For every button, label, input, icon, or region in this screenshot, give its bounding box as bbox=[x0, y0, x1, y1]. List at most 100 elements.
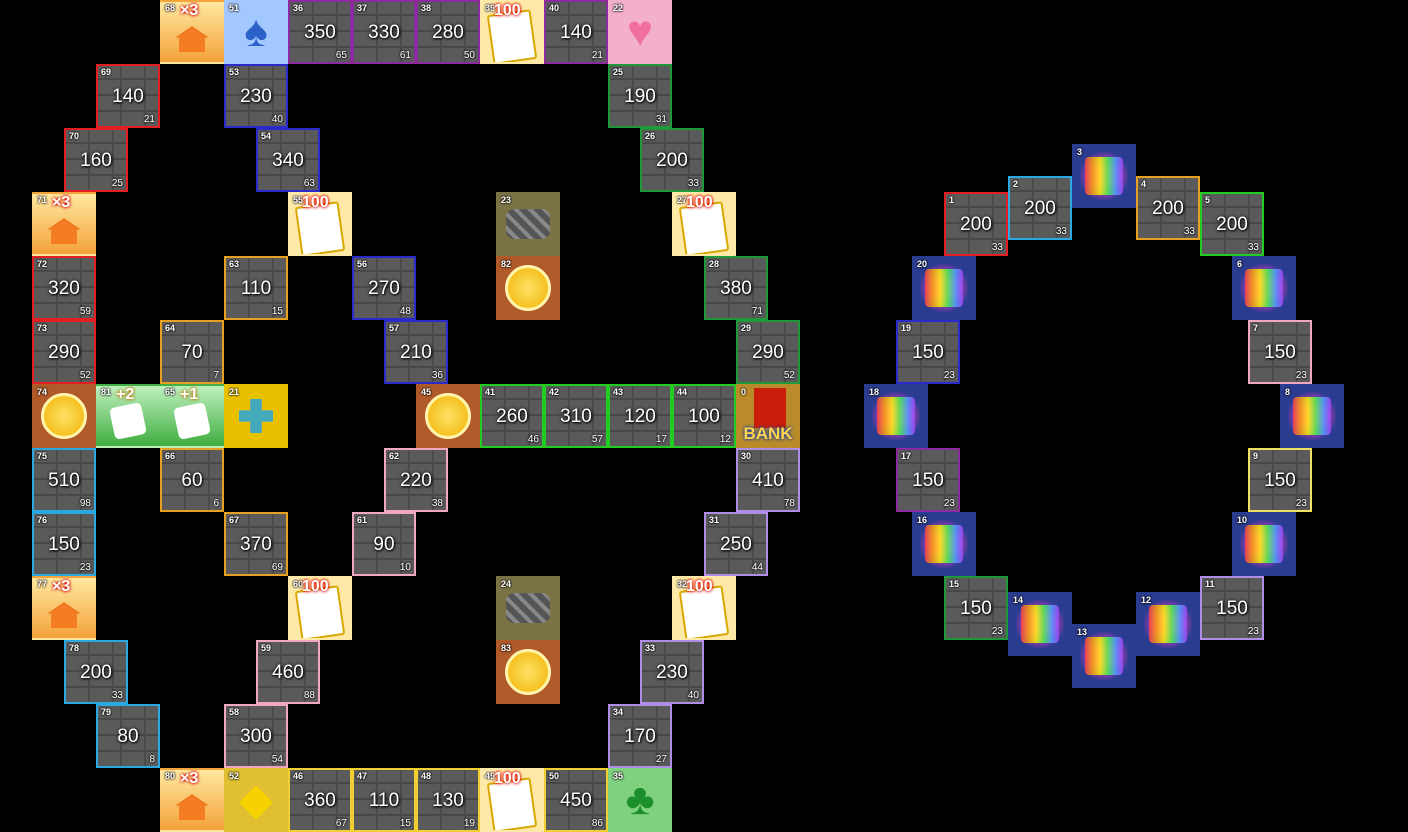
square-index: 24 bbox=[501, 579, 512, 589]
switch-square[interactable]: 24 bbox=[496, 576, 560, 640]
warp-square[interactable]: 8 bbox=[1280, 384, 1344, 448]
property-price: 150 bbox=[48, 534, 80, 555]
property-price: 150 bbox=[960, 598, 992, 619]
square-index: 31 bbox=[709, 515, 720, 525]
warp-square[interactable]: 12 bbox=[1136, 592, 1200, 656]
coin-square[interactable]: 45 bbox=[416, 384, 480, 448]
diamond-suit-square[interactable]: 52◆ bbox=[224, 768, 288, 832]
coin-square[interactable]: 74 bbox=[32, 384, 96, 448]
heart-suit-square[interactable]: 22♥ bbox=[608, 0, 672, 64]
warp-square[interactable]: 3 bbox=[1072, 144, 1136, 208]
house-multiplier-square[interactable]: 71×3 bbox=[32, 192, 96, 256]
warp-square[interactable]: 6 bbox=[1232, 256, 1296, 320]
house-multiplier-square[interactable]: 68×3 bbox=[160, 0, 224, 64]
warp-square[interactable]: 10 bbox=[1232, 512, 1296, 576]
property-fee: 38 bbox=[431, 498, 443, 509]
property-fee: 40 bbox=[687, 690, 699, 701]
property-fee: 46 bbox=[527, 434, 539, 445]
property-fee: 54 bbox=[271, 754, 283, 765]
dice-bonus-square[interactable]: 65+1 bbox=[160, 384, 224, 448]
club-suit-square[interactable]: 35♣ bbox=[608, 768, 672, 832]
warp-icon bbox=[925, 525, 963, 563]
spade-suit-square[interactable]: 51♠ bbox=[224, 0, 288, 64]
switch-square[interactable]: 23 bbox=[496, 192, 560, 256]
coin-square[interactable]: 82 bbox=[496, 256, 560, 320]
property-price: 310 bbox=[560, 406, 592, 427]
square-index: 50 bbox=[549, 771, 560, 781]
card-price-label: 100 bbox=[494, 770, 521, 787]
crossroads-square[interactable]: 21 bbox=[224, 384, 288, 448]
warp-square[interactable]: 18 bbox=[864, 384, 928, 448]
square-index: 32 bbox=[677, 579, 688, 589]
dice-bonus-square[interactable]: 81+2 bbox=[96, 384, 160, 448]
warp-square[interactable]: 20 bbox=[912, 256, 976, 320]
square-index: 18 bbox=[869, 387, 880, 397]
warp-square[interactable]: 13 bbox=[1072, 624, 1136, 688]
house-multiplier-square[interactable]: 80×3 bbox=[160, 768, 224, 832]
house-multiplier-square[interactable]: 77×3 bbox=[32, 576, 96, 640]
warp-square[interactable]: 16 bbox=[912, 512, 976, 576]
property-fee: 33 bbox=[687, 178, 699, 189]
coin-square[interactable]: 83 bbox=[496, 640, 560, 704]
square-index: 7 bbox=[1253, 323, 1259, 333]
warp-square[interactable]: 14 bbox=[1008, 592, 1072, 656]
